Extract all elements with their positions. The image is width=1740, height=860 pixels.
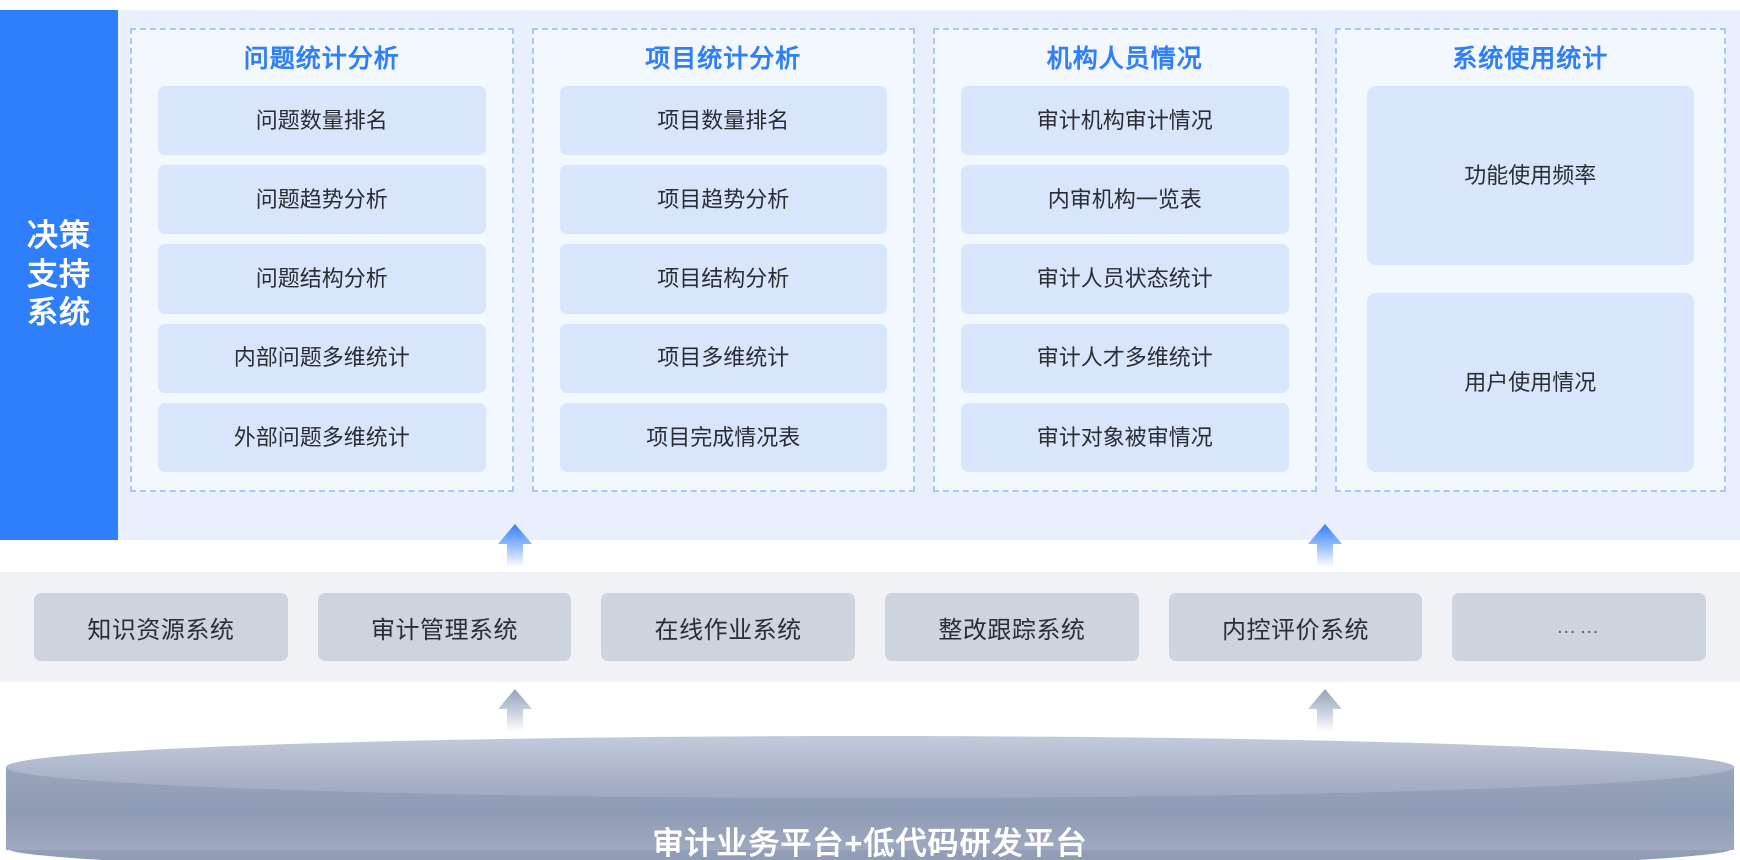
panel-title: 问题统计分析	[243, 45, 400, 73]
arrow-up-blue-right-icon	[1305, 523, 1345, 567]
sidebar-label: 决策 支持 系统	[27, 217, 91, 331]
system-box[interactable]: 整改跟踪系统	[885, 593, 1139, 661]
platform-cylinder: 审计业务平台+低代码研发平台	[0, 730, 1740, 860]
arrow-up-blue-left-icon	[495, 523, 535, 567]
system-box-more[interactable]: ……	[1452, 593, 1707, 661]
arrow-up-gray-right-icon	[1305, 688, 1345, 732]
sidebar-decision-support: 决策 支持 系统	[0, 10, 118, 540]
business-systems-band: 知识资源系统 审计管理系统 在线作业系统 整改跟踪系统 内控评价系统 ……	[0, 572, 1740, 682]
panel-item[interactable]: 问题结构分析	[158, 244, 486, 314]
system-box[interactable]: 内控评价系统	[1168, 593, 1423, 661]
panel-item[interactable]: 项目数量排名	[559, 86, 887, 156]
panel-title: 机构人员情况	[1046, 45, 1203, 73]
panel-item[interactable]: 审计人员状态统计	[961, 244, 1289, 314]
panel-title: 项目统计分析	[645, 45, 802, 73]
panel-item-list: 问题数量排名 问题趋势分析 问题结构分析 内部问题多维统计 外部问题多维统计	[158, 86, 486, 473]
system-box[interactable]: 在线作业系统	[601, 593, 856, 661]
panel-system-usage-statistics[interactable]: 系统使用统计 功能使用频率 用户使用情况	[1334, 28, 1726, 492]
panel-item[interactable]: 功能使用频率	[1366, 86, 1694, 265]
panel-item[interactable]: 项目完成情况表	[559, 402, 887, 473]
system-box[interactable]: 审计管理系统	[317, 593, 572, 661]
cylinder-top-ellipse	[6, 736, 1734, 798]
panel-item[interactable]: 审计机构审计情况	[961, 86, 1289, 156]
panel-title: 系统使用统计	[1452, 45, 1609, 73]
panel-item[interactable]: 项目趋势分析	[559, 165, 887, 235]
decision-support-band: 决策 支持 系统 问题统计分析 问题数量排名 问题趋势分析 问题结构分析 内部问…	[0, 10, 1740, 540]
panel-item[interactable]: 内审机构一览表	[961, 165, 1289, 235]
panel-item[interactable]: 项目多维统计	[559, 323, 887, 393]
panel-problem-statistics[interactable]: 问题统计分析 问题数量排名 问题趋势分析 问题结构分析 内部问题多维统计 外部问…	[130, 28, 514, 492]
panel-item[interactable]: 用户使用情况	[1366, 293, 1694, 472]
panel-item[interactable]: 审计人才多维统计	[961, 323, 1289, 393]
system-box[interactable]: 知识资源系统	[34, 593, 288, 661]
platform-label: 审计业务平台+低代码研发平台	[652, 826, 1088, 860]
panel-item[interactable]: 问题趋势分析	[158, 165, 486, 235]
panel-organization-personnel[interactable]: 机构人员情况 审计机构审计情况 内审机构一览表 审计人员状态统计 审计人才多维统…	[933, 28, 1317, 492]
panel-item-list: 审计机构审计情况 内审机构一览表 审计人员状态统计 审计人才多维统计 审计对象被…	[961, 86, 1289, 473]
panel-item[interactable]: 项目结构分析	[559, 244, 887, 314]
panel-item[interactable]: 内部问题多维统计	[158, 323, 486, 393]
panel-item[interactable]: 审计对象被审情况	[961, 402, 1289, 473]
panels-container: 问题统计分析 问题数量排名 问题趋势分析 问题结构分析 内部问题多维统计 外部问…	[118, 10, 1740, 540]
panel-project-statistics[interactable]: 项目统计分析 项目数量排名 项目趋势分析 项目结构分析 项目多维统计 项目完成情…	[531, 28, 915, 492]
panel-item[interactable]: 外部问题多维统计	[158, 402, 486, 473]
panel-item-list: 项目数量排名 项目趋势分析 项目结构分析 项目多维统计 项目完成情况表	[559, 86, 887, 473]
panel-item[interactable]: 问题数量排名	[158, 86, 486, 156]
arrow-up-gray-left-icon	[495, 688, 535, 732]
panel-item-list: 功能使用频率 用户使用情况	[1366, 86, 1694, 472]
